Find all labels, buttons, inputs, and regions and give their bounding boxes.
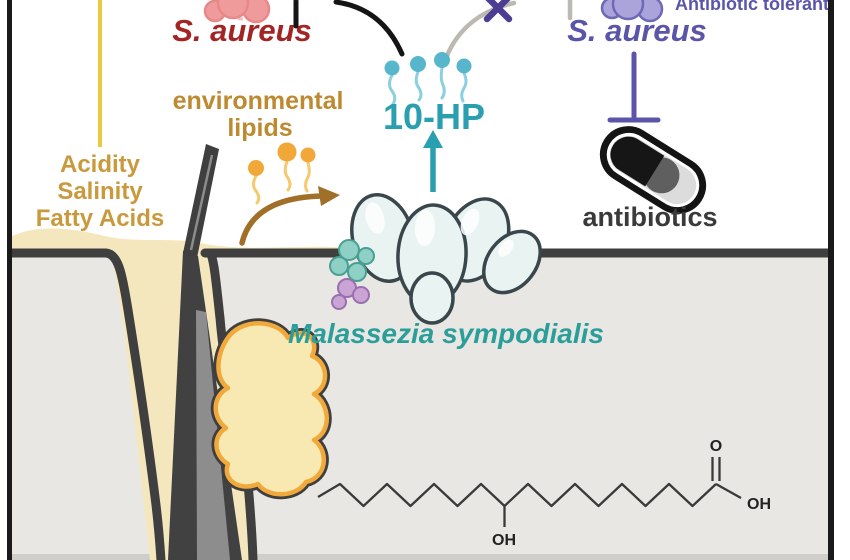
up-arrow-icon [423,130,443,192]
bottom-edge-shadow [12,554,829,560]
yeast-cell-icon [482,229,542,295]
curved-arrow-icon [239,186,340,246]
purple-bacteria-cluster-icon [600,0,664,23]
hydroxyl-oh-label: OH [492,532,516,549]
stress-label-acidity: Acidity [60,151,141,178]
sebum-layer [12,228,530,257]
saureus-tolerant-label: S. aureus [567,13,707,48]
acid-oh-bond [715,482,742,500]
saureus-susceptible-label: S. aureus [172,13,312,48]
env-lipids-label-line1: environmental [173,87,344,115]
antibiotic-tolerant-label: Antibiotic tolerant [675,0,829,14]
malassezia-label: Malassezia sympodialis [288,318,604,349]
hair-shaft-highlight [189,154,214,251]
blocked-x-icon [483,0,513,23]
stress-label-salinity: Salinity [57,178,143,205]
orange-lipid-molecule-icon [248,142,316,205]
ten-hp-label: 10-HP [383,96,485,137]
carbon-chain [317,482,717,508]
pink-bacteria-cluster-icon [203,0,271,24]
chemical-structure-10hp: O OH OH [317,438,771,549]
skin-bacteria-cluster [329,239,375,310]
inhibition-tbar-purple [607,51,661,123]
frame-border-right [828,0,834,560]
inhibition-curve-black [333,0,405,57]
stress-label-fatty-acids: Fatty Acids [36,205,164,232]
env-lipids-label-line2: lipids [227,114,292,142]
antibiotics-label: antibiotics [582,202,717,232]
carbonyl-o-label: O [710,438,722,455]
teal-lipid-molecule-icon [384,52,472,106]
antibiotic-capsule-icon [599,126,707,214]
hair-root-core [196,310,230,560]
yeast-cell-highlights [365,202,514,257]
sebaceous-gland-icon [210,318,332,500]
acid-oh-label: OH [747,496,771,513]
frame-border-left [7,0,12,560]
yeast-cell-bud-icon [409,271,455,325]
